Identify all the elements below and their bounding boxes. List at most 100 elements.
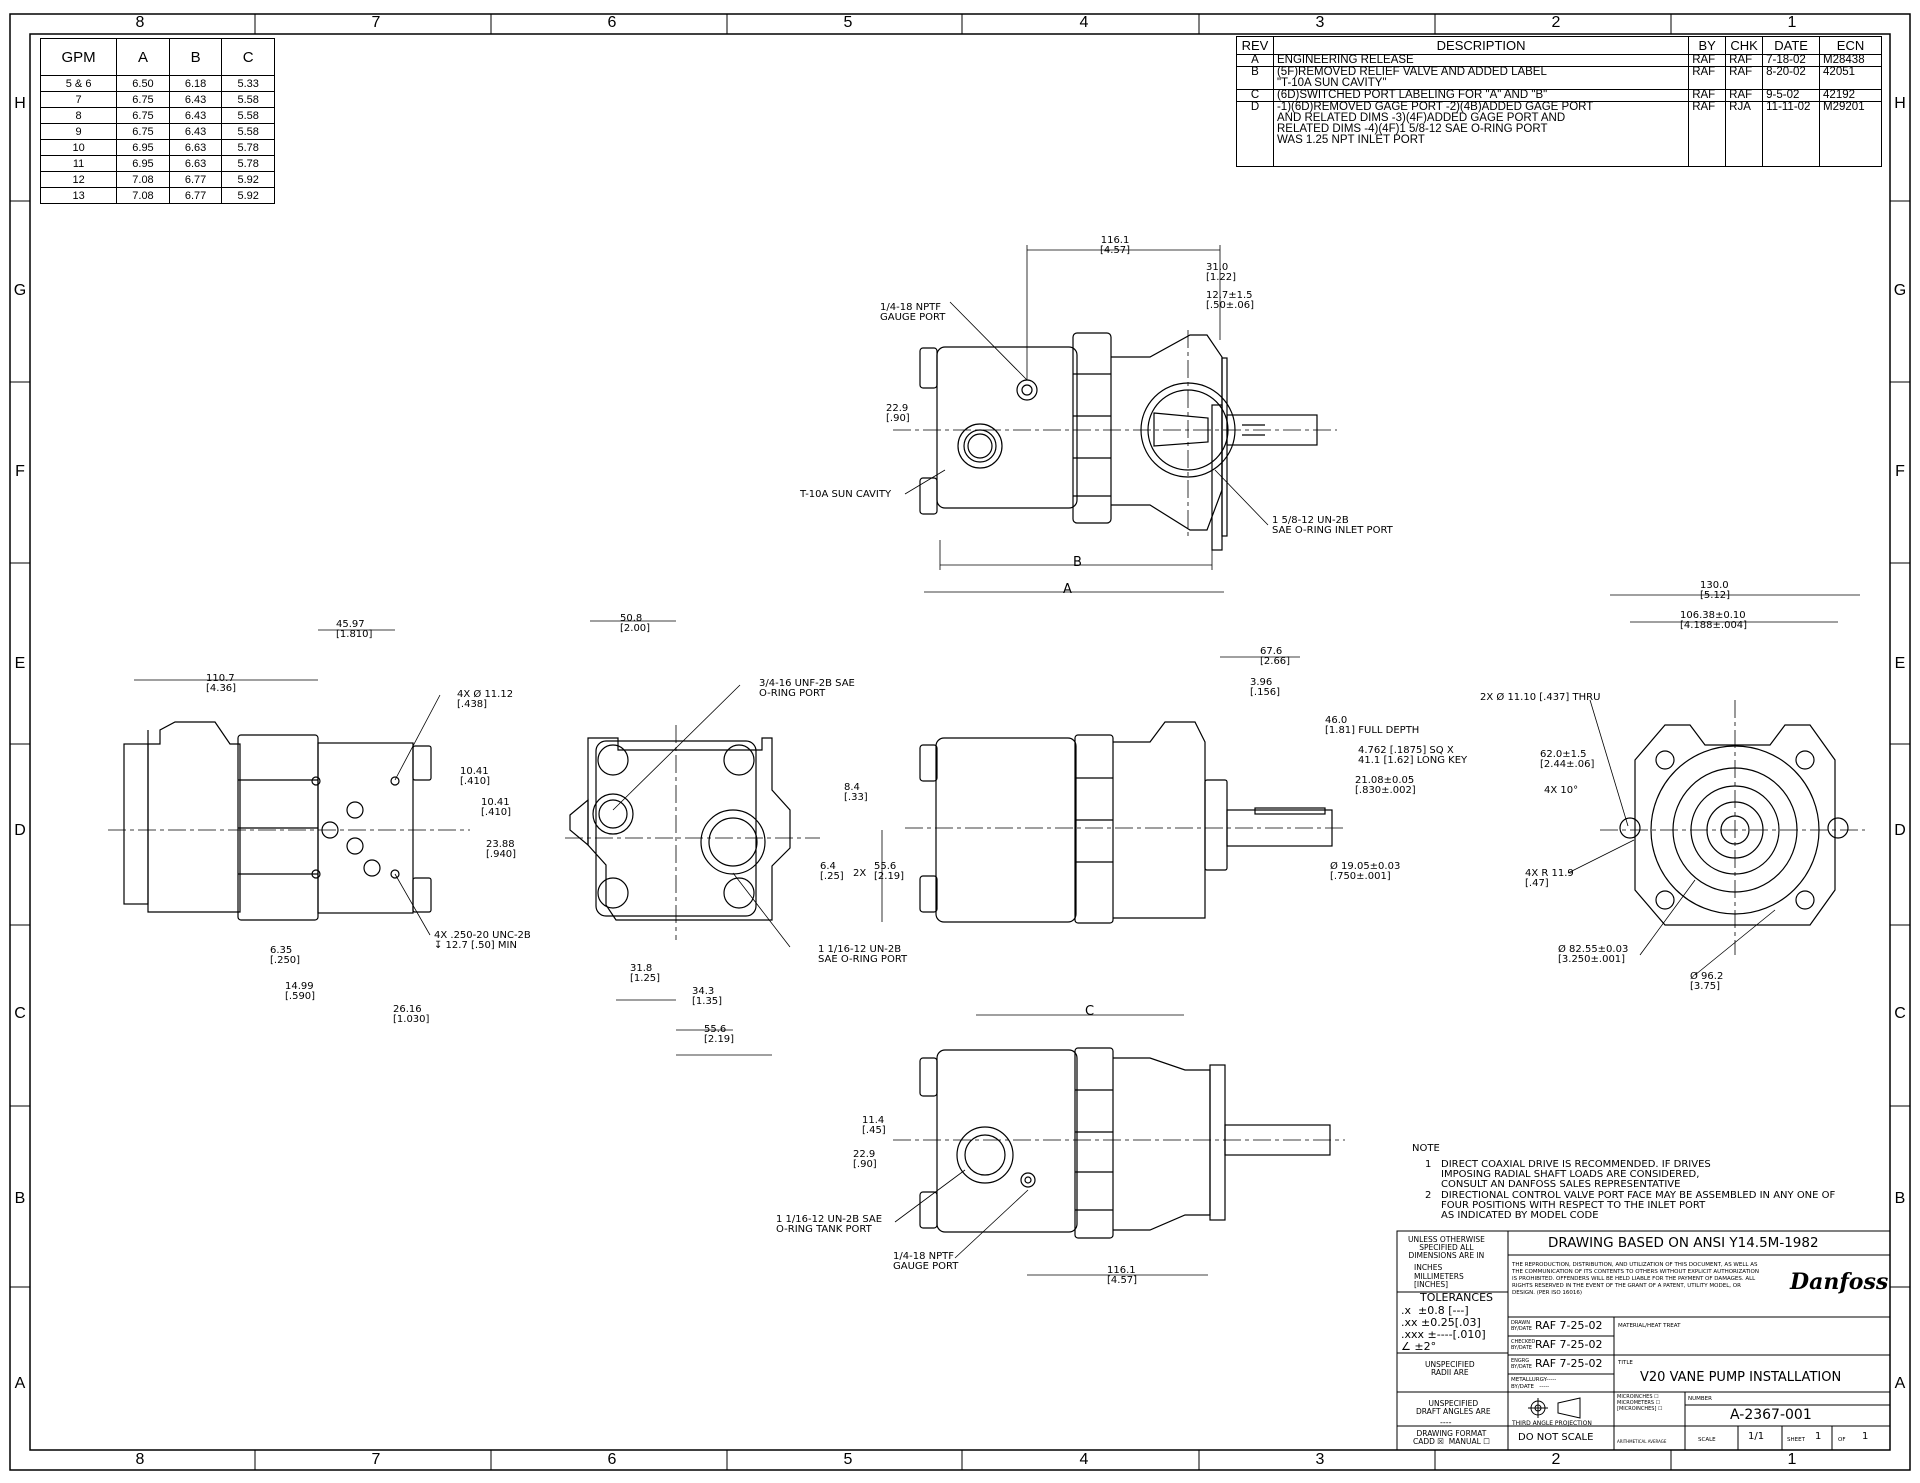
dim-c-label: C	[1085, 1004, 1095, 1019]
cell-c: 5.33	[221, 75, 275, 92]
cell-by: RAF	[1688, 54, 1727, 67]
dim-label: 110.7 [4.36]	[206, 673, 237, 694]
zone-col-2: 2	[1551, 1451, 1561, 1468]
draft-dashes: ----	[1440, 1418, 1452, 1427]
thru-holes-label: 2X Ø 11.10 [.437] THRU	[1480, 692, 1601, 703]
zone-row-c: C	[14, 1005, 26, 1022]
tolerance-angle: ∠ ±2°	[1401, 1340, 1437, 1353]
of-label: OF	[1838, 1437, 1846, 1443]
dim-label: 11.4 [.45]	[862, 1115, 886, 1136]
cell-b: 6.43	[168, 123, 223, 140]
ansi-standard: DRAWING BASED ON ANSI Y14.5M-1982	[1548, 1235, 1819, 1251]
cell-rev: B	[1236, 66, 1274, 90]
dim-label: 26.16 [1.030]	[393, 1004, 430, 1025]
cell-a: 6.95	[116, 139, 170, 156]
tank-port-label: 1 1/16-12 UN-2B SAE O-RING TANK PORT	[776, 1214, 883, 1235]
cell-a: 6.75	[116, 123, 170, 140]
cell-date: 8-20-02	[1762, 66, 1821, 90]
cell-a: 6.95	[116, 155, 170, 172]
zone-row-b: B	[14, 1190, 26, 1207]
cell-gpm: 7	[39, 91, 118, 108]
zone-col-3: 3	[1315, 1451, 1325, 1468]
dim-label: Ø 82.55±0.03 [3.250±.001]	[1558, 944, 1629, 965]
cell-rev: D	[1236, 101, 1274, 167]
right-view-outline	[1619, 724, 1849, 926]
cell-c: 5.58	[221, 91, 275, 108]
side-view-outline	[919, 721, 1333, 924]
dimension-lines	[134, 245, 1860, 1276]
dim-label: 67.6 [2.66]	[1260, 646, 1291, 667]
dim-label: 2X	[853, 868, 867, 879]
dim-label: 10.41 [.410]	[481, 797, 512, 818]
header-gpm: GPM	[39, 38, 118, 76]
zone-col-8: 8	[135, 1451, 145, 1468]
projection-label: THIRD ANGLE PROJECTION	[1512, 1420, 1592, 1427]
radii-label: UNSPECIFIED RADII ARE	[1425, 1360, 1475, 1377]
dim-label: 46.0 [1.81] FULL DEPTH	[1325, 715, 1420, 736]
cell-chk: RAF	[1725, 54, 1764, 67]
outer-border	[9, 13, 1911, 1471]
tolerance-xx: .xx ±0.25[.03]	[1401, 1316, 1481, 1329]
zone-row-h: H	[1894, 95, 1906, 112]
zone-row-b: B	[1894, 1190, 1906, 1207]
drawing-format: DRAWING FORMAT CADD ☒ MANUAL ☐	[1413, 1429, 1490, 1446]
tank-port-label: 1 1/16-12 UN-2B SAE O-RING PORT	[818, 944, 908, 965]
cell-a: 7.08	[116, 187, 170, 204]
checked-value: RAF 7-25-02	[1535, 1338, 1603, 1351]
header-ecn: ECN	[1819, 36, 1882, 55]
dim-label: 106.38±0.10 [4.188±.004]	[1680, 610, 1748, 631]
cell-chk: RAF	[1725, 66, 1764, 90]
zone-col-3: 3	[1315, 14, 1325, 31]
cell-ecn: 42192	[1819, 89, 1882, 102]
cell-a: 6.75	[116, 107, 170, 124]
zone-row-d: D	[1894, 822, 1906, 839]
zone-col-8: 8	[135, 14, 145, 31]
dim-label: 8.4 [.33]	[844, 782, 868, 803]
cell-a: 6.50	[116, 75, 170, 92]
cell-description: (6D)SWITCHED PORT LABELING FOR "A" AND "…	[1272, 89, 1690, 102]
dim-label: 22.9 [.90]	[886, 403, 910, 424]
cell-description: ENGINEERING RELEASE	[1272, 54, 1690, 67]
notes-heading: NOTE	[1412, 1143, 1440, 1154]
zone-col-1: 1	[1787, 14, 1797, 31]
bottom-view-outline	[919, 1047, 1331, 1239]
engrg-value: RAF 7-25-02	[1535, 1357, 1603, 1370]
zone-col-5: 5	[843, 1451, 853, 1468]
drawn-value: RAF 7-25-02	[1535, 1319, 1603, 1332]
cell-description: -1)(6D)REMOVED GAGE PORT -2)(4B)ADDED GA…	[1272, 101, 1690, 167]
dim-label: 3.96 [.156]	[1250, 677, 1281, 698]
cell-date: 11-11-02	[1762, 101, 1821, 167]
zone-col-6: 6	[607, 1451, 617, 1468]
sheet-label: SHEET	[1787, 1437, 1805, 1443]
left-view-outline	[123, 721, 432, 921]
gauge-port-label: 1/4-18 NPTF GAUGE PORT	[880, 302, 946, 323]
header-date: DATE	[1762, 36, 1821, 55]
cell-b: 6.43	[168, 91, 223, 108]
dim-label: 62.0±1.5 [2.44±.06]	[1540, 749, 1595, 770]
table-row: C(6D)SWITCHED PORT LABELING FOR "A" AND …	[1236, 89, 1882, 102]
sheet-value: 1	[1815, 1431, 1822, 1442]
zone-col-7: 7	[371, 14, 381, 31]
draft-label: UNSPECIFIED DRAFT ANGLES ARE	[1416, 1399, 1491, 1416]
dim-label: 22.9 [.90]	[853, 1149, 877, 1170]
tapped-holes-label: 4X .250-20 UNC-2B ↧ 12.7 [.50] MIN	[434, 930, 531, 951]
front-view-outline	[569, 737, 791, 921]
cell-chk: RAF	[1725, 89, 1764, 102]
table-row: B(5F)REMOVED RELIEF VALVE AND ADDED LABE…	[1236, 66, 1882, 90]
zone-row-f: F	[15, 463, 25, 480]
zone-row-h: H	[14, 95, 26, 112]
header-rev: REV	[1236, 36, 1274, 55]
header-chk: CHK	[1725, 36, 1764, 55]
header-c: C	[221, 38, 275, 76]
scale-label: SCALE	[1698, 1437, 1716, 1443]
top-view-outline	[919, 332, 1318, 551]
zone-col-5: 5	[843, 14, 853, 31]
zone-row-e: E	[1894, 655, 1906, 672]
sun-cavity-label: T-10A SUN CAVITY	[800, 489, 892, 500]
zone-row-a: A	[14, 1375, 26, 1392]
note-text: DIRECTIONAL CONTROL VALVE PORT FACE MAY …	[1441, 1190, 1836, 1221]
